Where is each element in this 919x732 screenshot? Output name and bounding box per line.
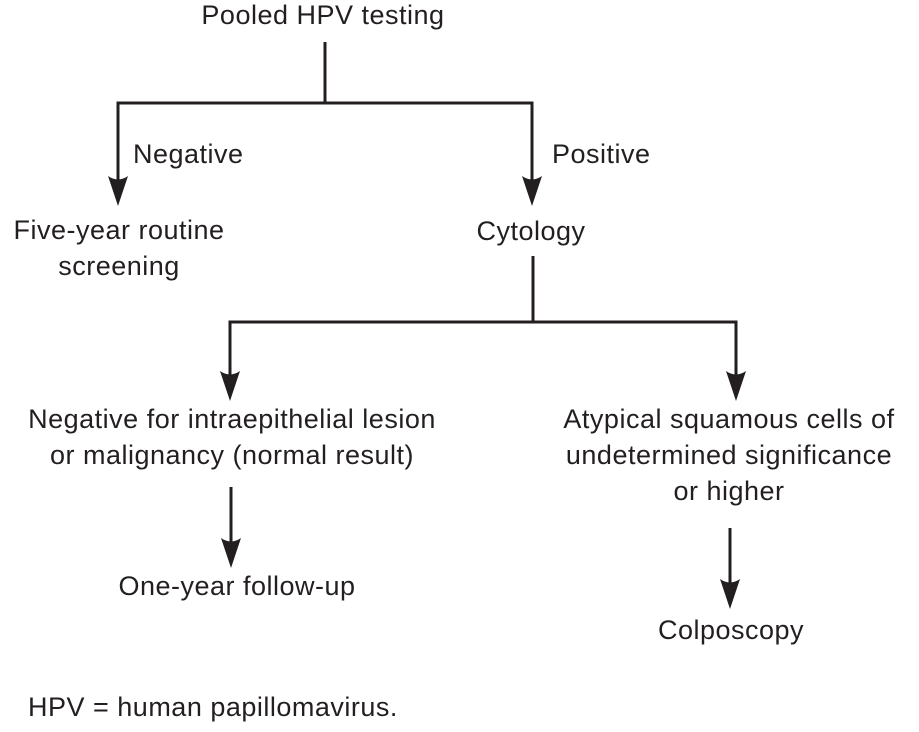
node-line: screening: [58, 251, 180, 281]
node-five-year-routine-screening: Five-year routine screening: [0, 212, 259, 284]
edge-label-positive: Positive: [552, 139, 651, 169]
arrowhead-ascus-branch: [726, 371, 746, 401]
footnote-hpv-abbreviation: HPV = human papillomavirus.: [28, 692, 398, 722]
node-line: undetermined significance: [565, 440, 893, 470]
connector-cytology-split: [228, 256, 738, 377]
arrowhead-negative-branch: [108, 176, 128, 206]
arrowhead-positive-branch: [522, 176, 542, 206]
arrowhead-colposcopy: [720, 579, 740, 609]
node-line: Five-year routine: [13, 215, 225, 245]
edge-label-negative: Negative: [133, 139, 244, 169]
connector-root-split: [116, 42, 534, 182]
node-negative-intraepithelial: Negative for intraepithelial lesion or m…: [0, 401, 472, 473]
arrowhead-oneyear: [221, 538, 241, 568]
arrowhead-nilm-branch: [220, 371, 240, 401]
node-line: Atypical squamous cells of: [563, 404, 895, 434]
node-line: Negative for intraepithelial lesion: [28, 404, 436, 434]
node-atypical-squamous-cells: Atypical squamous cells of undetermined …: [529, 401, 919, 509]
node-colposcopy: Colposcopy: [657, 615, 805, 645]
node-cytology: Cytology: [476, 216, 586, 246]
node-pooled-hpv-testing: Pooled HPV testing: [201, 0, 445, 30]
node-one-year-follow-up: One-year follow-up: [118, 571, 356, 601]
node-line: or higher: [673, 476, 785, 506]
node-line: or malignancy (normal result): [49, 440, 415, 470]
